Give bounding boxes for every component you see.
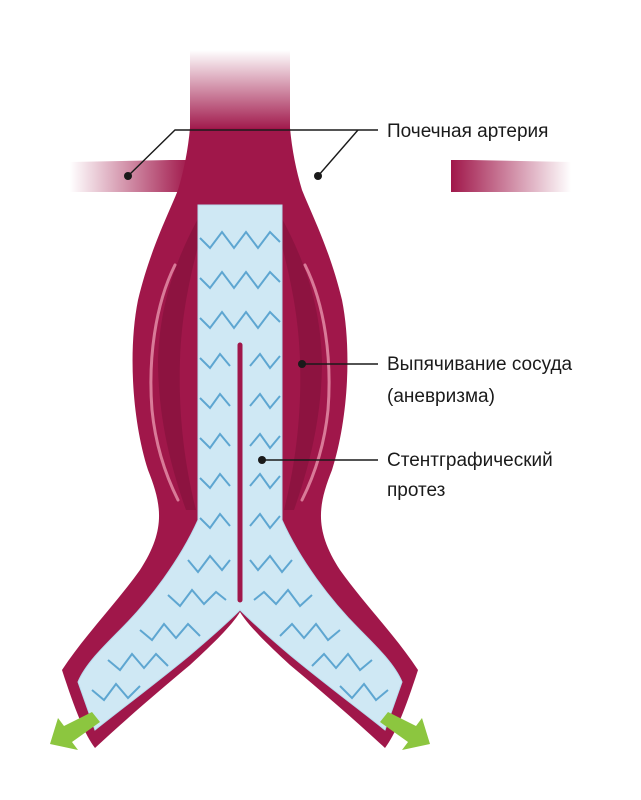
label-renal-artery: Почечная артерия — [387, 121, 548, 142]
leader-renal-right — [317, 129, 359, 177]
flow-arrows — [50, 712, 430, 750]
flow-arrow-left — [50, 712, 100, 750]
stent-wires-legs — [91, 554, 389, 702]
pointer-dot-renal-left — [124, 172, 132, 180]
label-aneurysm-line2: (аневризма) — [387, 386, 495, 407]
vessel-highlight-left — [149, 263, 180, 502]
label-stent-line2: протез — [387, 480, 445, 501]
aneurysm-inner-shadow-left — [158, 215, 206, 510]
pointer-dot-stent — [258, 456, 266, 464]
leader-lines — [127, 129, 378, 461]
pointer-dots — [124, 172, 322, 464]
leader-renal-left — [127, 129, 378, 177]
pointer-dot-renal-right — [314, 172, 322, 180]
label-aneurysm-line1: Выпячивание сосуда — [387, 354, 573, 375]
pointer-dot-aneurysm — [298, 360, 306, 368]
stent-wires-main — [199, 230, 281, 530]
renal-artery-right — [451, 160, 571, 192]
flow-arrow-right — [380, 712, 430, 750]
label-stent-line1: Стентграфический — [387, 450, 553, 471]
aorta-top — [190, 50, 290, 130]
vessel-highlight-right — [300, 263, 331, 502]
aneurysm-inner-shadow-right — [274, 215, 322, 510]
